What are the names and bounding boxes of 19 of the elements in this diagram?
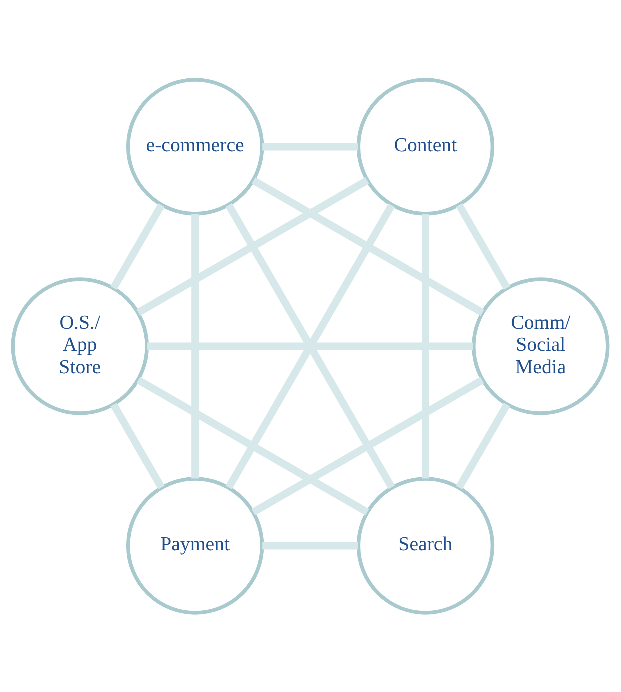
connector — [252, 376, 484, 516]
node-circle: Content — [356, 78, 495, 216]
connector — [147, 342, 474, 350]
connector — [110, 202, 165, 290]
connector — [262, 142, 358, 150]
node-circle: e-commerce — [126, 78, 264, 216]
node-circle: Search — [356, 476, 495, 614]
connector — [136, 376, 370, 516]
connector — [136, 176, 370, 316]
connector — [456, 202, 510, 290]
connector — [110, 402, 165, 490]
connector — [192, 214, 200, 478]
connector — [456, 402, 510, 490]
node-circle: O.S./ App Store — [11, 277, 149, 415]
node-circle: Payment — [126, 476, 264, 614]
connector — [262, 542, 358, 550]
node-circle: Comm/ Social Media — [472, 277, 610, 415]
connector — [252, 177, 485, 316]
connector — [422, 214, 430, 478]
